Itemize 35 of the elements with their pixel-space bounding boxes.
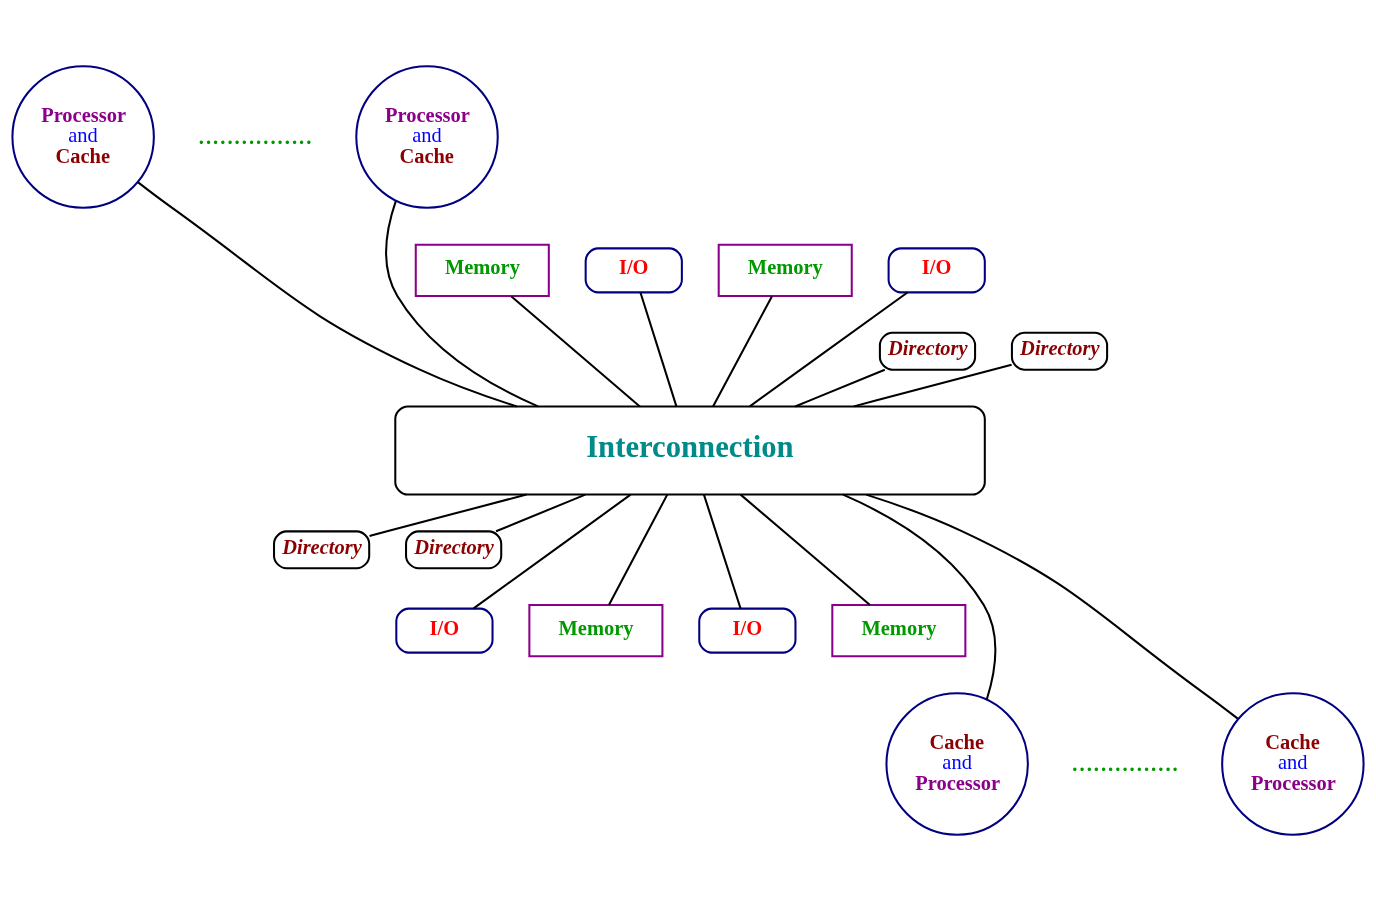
connector (473, 493, 632, 609)
node-circle: Cache and Processor (885, 691, 1029, 836)
node-circle: Cache and Processor (1221, 691, 1365, 836)
connector (608, 493, 669, 605)
connector (495, 493, 586, 532)
connector (369, 493, 527, 537)
label: ................ (197, 117, 313, 150)
connector (510, 294, 641, 407)
node-box: Directory (878, 331, 977, 371)
node-box: Directory (405, 529, 503, 569)
node-box: I/O (584, 246, 683, 293)
connector (702, 493, 742, 609)
connector (865, 493, 1239, 719)
connector (385, 200, 539, 407)
node-box: I/O (395, 607, 494, 654)
connector (739, 493, 871, 606)
node-box: I/O (887, 246, 986, 293)
node-circle: Processor and Cache (11, 64, 155, 209)
node-box: Interconnection (394, 404, 986, 496)
connector (712, 295, 773, 407)
connector (749, 291, 909, 407)
connector (639, 291, 678, 407)
label: ............... (1071, 744, 1179, 777)
connector (794, 368, 886, 407)
connector (842, 493, 997, 700)
node-box: I/O (698, 607, 797, 654)
node-box: Directory (1010, 331, 1109, 371)
node-box: Memory (414, 243, 550, 297)
connector (137, 181, 518, 407)
node-box: Memory (528, 603, 664, 657)
node-circle: Processor and Cache (355, 64, 499, 209)
node-box: Memory (717, 243, 853, 297)
connector (853, 363, 1012, 407)
node-box: Memory (831, 603, 967, 657)
node-box: Directory (273, 529, 371, 569)
